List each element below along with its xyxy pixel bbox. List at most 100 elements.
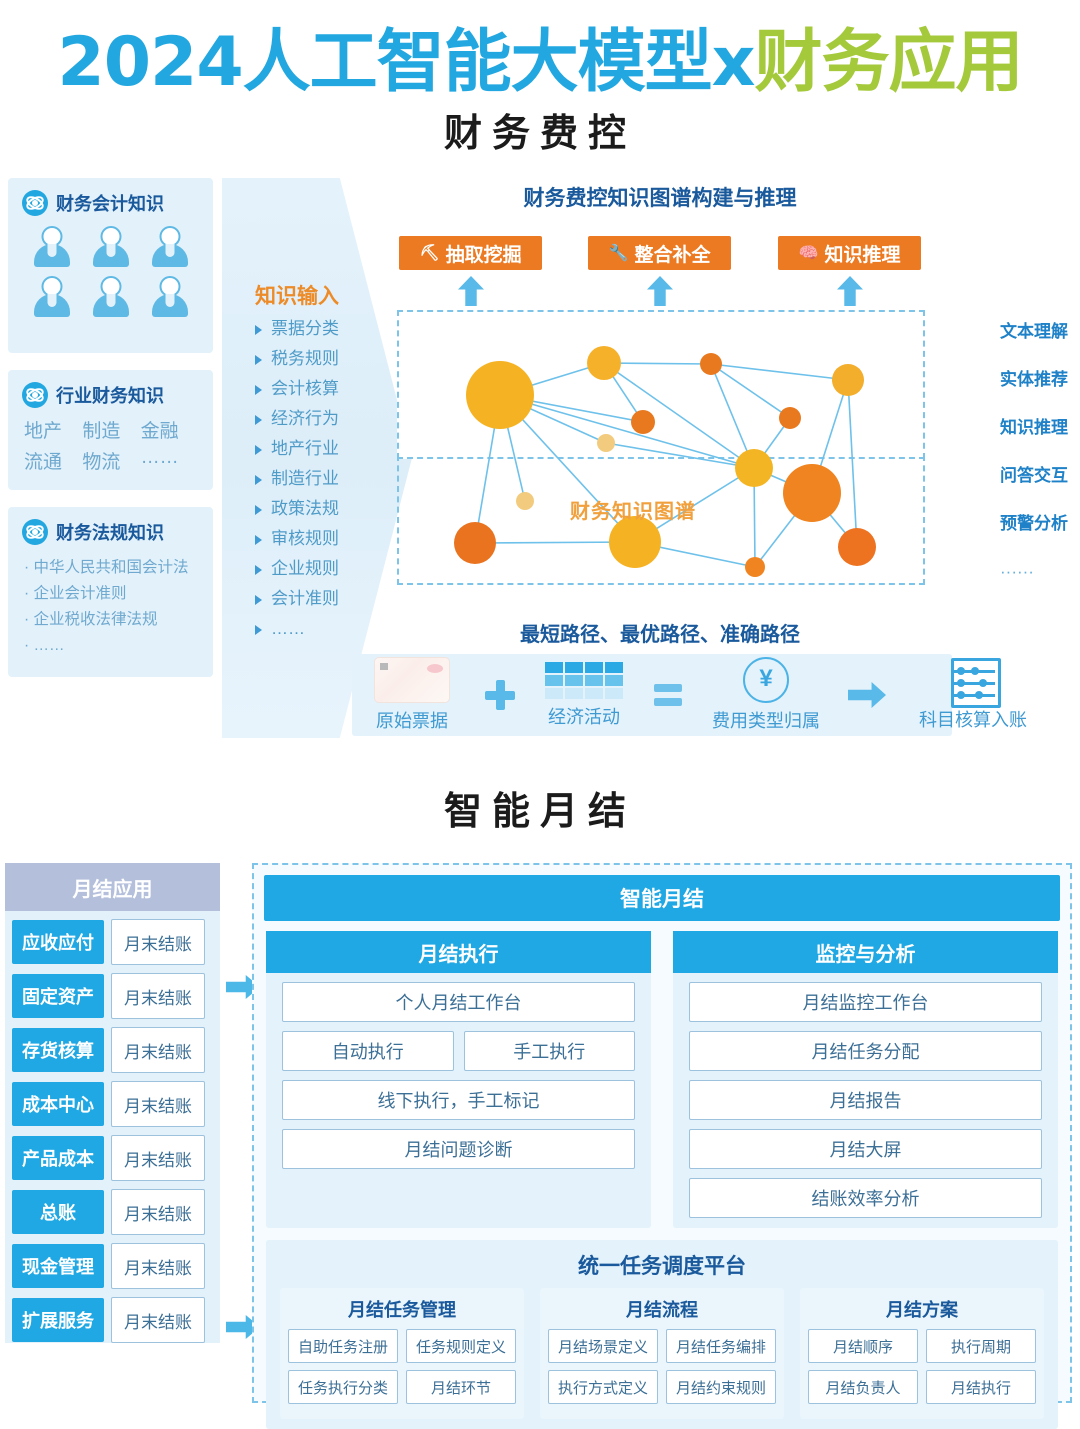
sidebar-action-button[interactable]: 月末结账: [111, 1297, 205, 1343]
sidebar-app-button[interactable]: 扩展服务: [12, 1298, 104, 1342]
sidebar-app-button[interactable]: 存货核算: [12, 1028, 104, 1072]
sidebar-action-button[interactable]: 月末结账: [111, 973, 205, 1019]
closing-app-sidebar: 月结应用 应收应付月末结账固定资产月末结账存货核算月末结账成本中心月末结账产品成…: [5, 863, 220, 1343]
graph-node: [735, 449, 773, 487]
sidebar-action-button[interactable]: 月末结账: [111, 1135, 205, 1181]
button-integrate-complete[interactable]: 🔧 整合补全: [588, 236, 731, 270]
sidebar-row: 总账月末结账: [5, 1181, 220, 1235]
knowledge-input-item: 经济行为: [255, 404, 395, 434]
platform-cell[interactable]: 月结执行: [926, 1370, 1036, 1404]
cell-personal-workbench[interactable]: 个人月结工作台: [282, 982, 635, 1022]
graph-node: [832, 364, 864, 396]
column-title: 月结执行: [266, 931, 651, 973]
graph-edge: [710, 363, 849, 381]
knowledge-input-item: 制造行业: [255, 464, 395, 494]
page-title-green: 财务应用: [754, 23, 1024, 102]
column-title: 监控与分析: [673, 931, 1058, 973]
sidebar-app-button[interactable]: 应收应付: [12, 920, 104, 964]
graph-node: [609, 516, 661, 568]
sidebar-app-button[interactable]: 总账: [12, 1190, 104, 1234]
knowledge-card-title: 行业财务知识: [56, 386, 164, 406]
knowledge-card-header: 财务会计知识: [8, 178, 213, 222]
cell-efficiency-analysis[interactable]: 结账效率分析: [689, 1178, 1042, 1218]
knowledge-input-list: 票据分类 税务规则 会计核算 经济行为 地产行业 制造行业 政策法规 审核规则 …: [255, 314, 395, 644]
button-label: 抽取挖掘: [445, 244, 522, 266]
platform-cell[interactable]: 月结环节: [406, 1370, 516, 1404]
platform-group-row: 月结场景定义月结任务编排: [548, 1329, 776, 1363]
platform-group-row: 任务执行分类月结环节: [288, 1370, 516, 1404]
knowledge-card-regulation: 财务法规知识 · 中华人民共和国会计法 · 企业会计准则 · 企业税收法律法规 …: [8, 507, 213, 677]
button-knowledge-reasoning[interactable]: 🧠 知识推理: [778, 236, 921, 270]
platform-cell[interactable]: 月结任务编排: [666, 1329, 776, 1363]
graph-edge: [474, 541, 636, 544]
button-extract-mining[interactable]: ⛏ 抽取挖掘: [399, 236, 542, 270]
knowledge-input-item: 企业规则: [255, 554, 395, 584]
unified-scheduling-platform: 统一任务调度平台 月结任务管理自助任务注册任务规则定义任务执行分类月结环节月结流…: [266, 1240, 1058, 1429]
page-title: 2024人工智能大模型x财务应用: [0, 6, 1080, 105]
cell-offline-execution[interactable]: 线下执行，手工标记: [282, 1080, 635, 1120]
capability-label: 知识推理: [1000, 418, 1068, 437]
platform-cell[interactable]: 月结约束规则: [666, 1370, 776, 1404]
knowledge-card-header: 行业财务知识: [8, 370, 213, 414]
people-row: [8, 222, 213, 272]
sidebar-app-button[interactable]: 现金管理: [12, 1244, 104, 1288]
cell-monitor-workbench[interactable]: 月结监控工作台: [689, 982, 1042, 1022]
cell-manual-execution[interactable]: 手工执行: [463, 1031, 635, 1071]
platform-group: 月结方案月结顺序执行周期月结负责人月结执行: [800, 1288, 1044, 1419]
atom-icon: [22, 519, 48, 545]
platform-group: 月结任务管理自助任务注册任务规则定义任务执行分类月结环节: [280, 1288, 524, 1419]
graph-edge: [603, 362, 712, 365]
arrow-up-icon: [458, 276, 484, 306]
industry-tag-row: 地产 制造 金融: [8, 414, 213, 445]
industry-tag: 流通: [24, 452, 63, 473]
abacus-icon: [947, 658, 1001, 708]
platform-cell[interactable]: 执行周期: [926, 1329, 1036, 1363]
graph-node: [587, 346, 621, 380]
sidebar-app-button[interactable]: 成本中心: [12, 1082, 104, 1126]
cell-issue-diagnosis[interactable]: 月结问题诊断: [282, 1129, 635, 1169]
platform-cell[interactable]: 月结场景定义: [548, 1329, 658, 1363]
sidebar-action-button[interactable]: 月末结账: [111, 919, 205, 965]
industry-tag: ……: [140, 447, 179, 468]
flow-item-label: 经济活动: [548, 706, 620, 727]
sidebar-action-button[interactable]: 月末结账: [111, 1027, 205, 1073]
capability-label: 预警分析: [1000, 514, 1068, 533]
platform-cell[interactable]: 任务规则定义: [406, 1329, 516, 1363]
industry-tag-row: 流通 物流 ……: [8, 445, 213, 476]
sidebar-app-button[interactable]: 固定资产: [12, 974, 104, 1018]
flow-item-label: 科目核算入账: [919, 710, 1027, 730]
platform-cell[interactable]: 任务执行分类: [288, 1370, 398, 1404]
sidebar-app-button[interactable]: 产品成本: [12, 1136, 104, 1180]
expense-control-section: 财务会计知识 行业财务知识 地产 制造 金融: [0, 170, 1080, 770]
cell-closing-report[interactable]: 月结报告: [689, 1080, 1042, 1120]
graph-node: [516, 492, 534, 510]
path-description: 最短路径、最优路径、准确路径: [520, 624, 800, 646]
knowledge-input-title: 知识输入: [255, 285, 339, 308]
graph-edge: [847, 379, 858, 548]
sidebar-row: 存货核算月末结账: [5, 1019, 220, 1073]
platform-cell[interactable]: 自助任务注册: [288, 1329, 398, 1363]
section-title-expense-control: 财务费控: [443, 110, 636, 155]
pickaxe-icon: ⛏: [419, 245, 440, 262]
cell-task-allocation[interactable]: 月结任务分配: [689, 1031, 1042, 1071]
smart-closing-panel: 智能月结 月结执行 个人月结工作台 自动执行 手工执行 线下执行，手工标记 月结…: [252, 863, 1072, 1429]
graph-edge: [603, 362, 755, 469]
arrow-up-icon: [647, 276, 673, 306]
graph-edge: [710, 363, 791, 419]
platform-group-row: 月结负责人月结执行: [808, 1370, 1036, 1404]
sidebar-action-button[interactable]: 月末结账: [111, 1243, 205, 1289]
knowledge-card-accounting: 财务会计知识: [8, 178, 213, 353]
platform-cell[interactable]: 月结顺序: [808, 1329, 918, 1363]
platform-cell[interactable]: 执行方式定义: [548, 1370, 658, 1404]
knowledge-card-header: 财务法规知识: [8, 507, 213, 551]
platform-cell[interactable]: 月结负责人: [808, 1370, 918, 1404]
graph-edge: [499, 394, 755, 469]
yuan-circle-icon: ¥: [743, 657, 789, 703]
sidebar-header: 月结应用: [5, 863, 220, 911]
flow-item-label: 费用类型归属: [712, 711, 820, 731]
sidebar-action-button[interactable]: 月末结账: [111, 1189, 205, 1235]
cell-auto-execution[interactable]: 自动执行: [282, 1031, 454, 1071]
cell-closing-dashboard[interactable]: 月结大屏: [689, 1129, 1042, 1169]
graph-node: [631, 410, 655, 434]
sidebar-action-button[interactable]: 月末结账: [111, 1081, 205, 1127]
